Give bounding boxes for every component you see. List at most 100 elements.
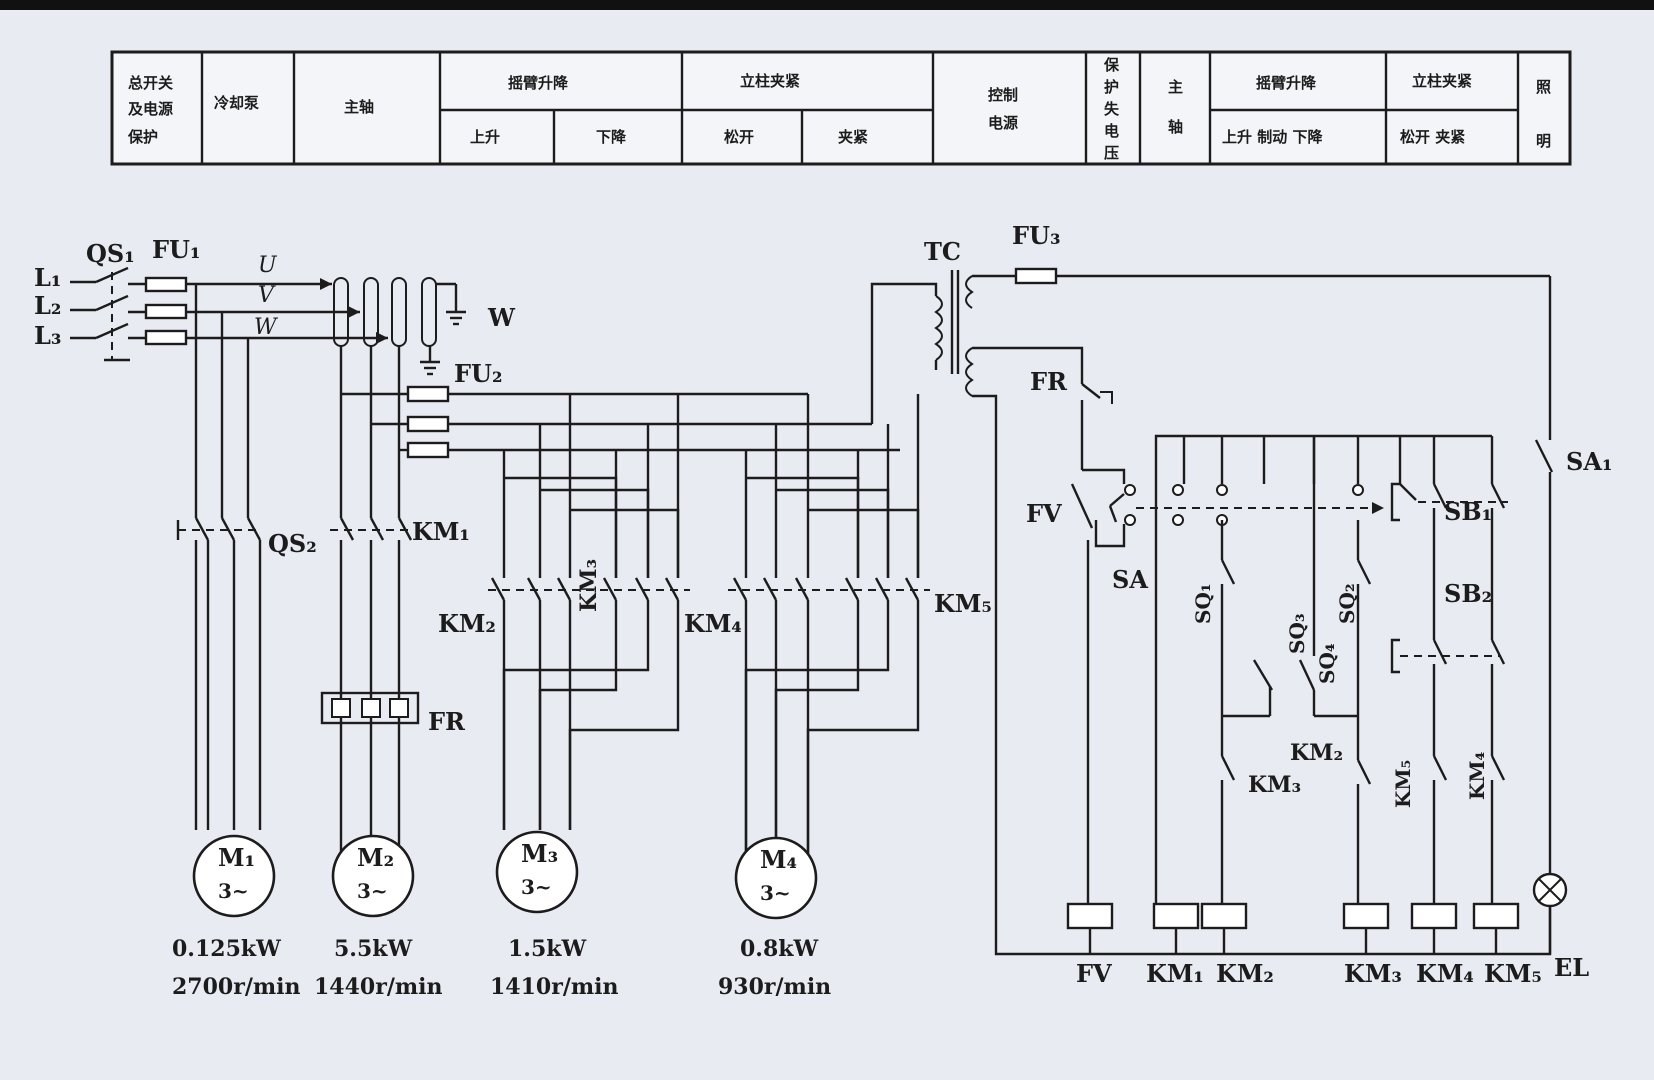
header-cell-voltage-protect: 保 护 失 电 压 <box>1103 56 1120 162</box>
label-L3: L₃ <box>34 321 61 350</box>
motor-name: M₁ <box>218 843 255 872</box>
label-KM5-ctrl: KM₅ <box>1391 760 1415 808</box>
coil-KM1 <box>1152 902 1200 930</box>
label-SB2: SB₂ <box>1444 579 1492 608</box>
header-cell-control-power: 控制 电源 <box>988 86 1018 132</box>
label-coil-KM1: KM₁ <box>1146 959 1204 988</box>
motor-type: 3~ <box>357 879 388 903</box>
header-cell-spindle: 主轴 <box>344 98 374 116</box>
header-text: 压 <box>1104 144 1119 162</box>
header-text: 总开关 <box>128 74 173 92</box>
header-cell-up: 上升 <box>470 128 500 146</box>
label-TC: TC <box>924 237 961 266</box>
label-coil-KM3: KM₃ <box>1344 959 1402 988</box>
label-KM2-ctrl: KM₂ <box>1290 740 1343 766</box>
motor-name: M₂ <box>357 843 394 872</box>
branch-M2: KM₁ FR <box>320 346 470 860</box>
label-SB1: SB₁ <box>1444 497 1492 526</box>
motor-M4: M₄ 3~ 0.8kW 930r/min <box>718 836 831 1000</box>
header-text: 及电源 <box>128 100 173 118</box>
motor-type: 3~ <box>521 875 552 899</box>
header-cell-power: 总开关 及电源 保护 <box>127 74 173 146</box>
label-SA: SA <box>1112 565 1148 594</box>
label-FR-ctrl: FR <box>1030 367 1068 396</box>
branch-M1: QS₂ <box>176 284 317 830</box>
motor-M2: M₂ 3~ 5.5kW 1440r/min <box>314 834 443 1000</box>
label-coil-FV: FV <box>1076 959 1112 988</box>
label-SQ4: SQ₄ <box>1315 643 1339 684</box>
label-L2: L₂ <box>34 291 61 320</box>
fuse-FU3 <box>1014 267 1058 285</box>
motor-power: 0.8kW <box>740 936 819 962</box>
header-text: 控制 <box>988 86 1018 104</box>
top-black-bar <box>0 0 1654 10</box>
fuse-FU1 <box>144 303 188 320</box>
label-QS1: QS₁ <box>86 239 135 268</box>
motor-type: 3~ <box>218 879 249 903</box>
label-SQ1: SQ₁ <box>1191 583 1215 624</box>
header-text: 保护 <box>127 128 158 146</box>
motor-speed: 2700r/min <box>172 974 301 1000</box>
fuse-FU2 <box>406 385 450 403</box>
motor-power: 1.5kW <box>508 936 587 962</box>
table-border <box>110 50 1572 166</box>
label-coil-KM5: KM₅ <box>1484 959 1542 988</box>
coil-KM2 <box>1200 902 1248 930</box>
motor-name: M₃ <box>521 839 558 868</box>
header-cell-release-clamp: 松开 夹紧 <box>1400 128 1465 146</box>
header-cell-arm-lift: 摇臂升降 <box>508 74 569 92</box>
label-QS2: QS₂ <box>268 529 317 558</box>
motor-M1: M₁ 3~ 0.125kW 2700r/min <box>172 834 301 1000</box>
motor-M3: M₃ 3~ 1.5kW 1410r/min <box>490 830 619 1000</box>
header-cell-column-clamp: 立柱夹紧 <box>740 72 800 90</box>
header-cell-lighting: 照 明 <box>1536 78 1551 150</box>
power-input: L₁ L₂ L₃ QS₁ FU₁ U V W <box>34 235 516 376</box>
coil-KM5 <box>1472 902 1520 930</box>
label-KM3-power: KM₃ <box>576 559 602 612</box>
motor-name: M₄ <box>760 845 797 874</box>
header-text: 照 <box>1536 78 1551 96</box>
header-text: 主 <box>1168 78 1183 96</box>
motor-speed: 930r/min <box>718 974 831 1000</box>
coil-KM3 <box>1342 902 1390 930</box>
header-cell-coolant: 冷却泵 <box>214 94 259 112</box>
label-W-ground: W <box>487 303 516 332</box>
motor-power: 0.125kW <box>172 936 281 962</box>
fuse-FU1 <box>144 329 188 346</box>
label-L1: L₁ <box>34 263 61 292</box>
header-text: 失 <box>1104 100 1120 118</box>
fuse-FU1 <box>144 276 188 293</box>
label-FU2: FU₂ <box>454 359 502 388</box>
label-coil-KM2: KM₂ <box>1216 959 1274 988</box>
header-cell-up-brake-down: 上升 制动 下降 <box>1222 128 1323 146</box>
label-FU3: FU₃ <box>1012 221 1060 250</box>
header-text: 保 <box>1103 56 1120 74</box>
header-cell-down: 下降 <box>596 128 627 146</box>
fuse-FU2 <box>406 415 450 433</box>
label-KM1-power: KM₁ <box>412 517 470 546</box>
label-coil-KM4: KM₄ <box>1416 959 1474 988</box>
label-FV-ctrl: FV <box>1026 499 1062 528</box>
motor-speed: 1440r/min <box>314 974 443 1000</box>
label-KM2-power: KM₂ <box>438 609 496 638</box>
header-cell-clamp: 夹紧 <box>838 128 868 146</box>
thermal-relay-FR <box>320 691 420 725</box>
header-text: 轴 <box>1168 118 1183 136</box>
label-V: V <box>258 283 276 308</box>
label-KM5-power: KM₅ <box>934 589 992 618</box>
label-KM3-ctrl: KM₃ <box>1248 772 1301 798</box>
coil-KM4 <box>1410 902 1458 930</box>
label-lamp-EL: EL <box>1554 953 1589 982</box>
label-KM4-power: KM₄ <box>684 609 742 638</box>
label-U: U <box>258 253 278 278</box>
label-W-phase: W <box>254 315 279 340</box>
label-KM4-ctrl: KM₄ <box>1465 751 1489 800</box>
control-circuit: FR SA FV SB₁ <box>1026 276 1612 988</box>
header-text: 明 <box>1536 132 1551 150</box>
motor-power: 5.5kW <box>334 936 413 962</box>
label-SQ3: SQ₃ <box>1285 613 1309 654</box>
header-text: 电 <box>1104 122 1119 140</box>
coil-FV <box>1066 902 1114 930</box>
